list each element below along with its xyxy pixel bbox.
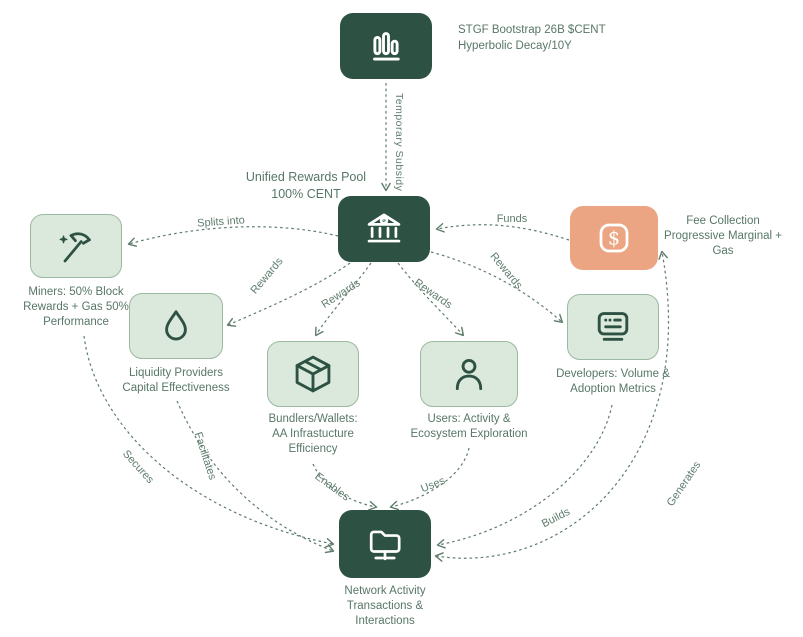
edge-label-splits-into: Splits into <box>196 214 246 230</box>
stgf-label: STGF Bootstrap 26B $CENT Hyperbolic Deca… <box>458 24 606 52</box>
svg-text:$: $ <box>382 218 385 224</box>
edge-label-rewards-developers: Rewards <box>487 250 525 292</box>
node-unified-rewards-pool: $ <box>338 196 430 262</box>
edge-label-secures: Secures <box>120 447 156 487</box>
node-liquidity-providers <box>129 293 223 359</box>
dollar-icon: $ <box>592 216 636 260</box>
edge-funds <box>435 223 570 241</box>
user-icon <box>446 351 492 397</box>
bundlers-label: Bundlers/Wallets: AA Infrastucture Effic… <box>268 413 358 455</box>
node-network-activity <box>339 510 431 578</box>
droplet-icon <box>153 303 199 349</box>
liquidity-label: Liquidity Providers Capital Effectivenes… <box>122 367 230 394</box>
node-developers <box>567 294 659 360</box>
edge-label-rewards-bundlers: Rewards <box>319 277 363 311</box>
users-label: Users: Activity & Ecosystem Exploration <box>410 413 528 440</box>
edge-label-temporary-subsidy: Temporary Subsidy <box>393 93 405 192</box>
edge-label-uses: Uses <box>419 474 447 496</box>
node-miners <box>30 214 122 278</box>
edge-splits-into <box>127 226 339 247</box>
pool-label: Unified Rewards Pool 100% CENT <box>245 170 367 201</box>
node-stgf-bootstrap <box>340 13 432 79</box>
folder-network-icon <box>362 521 408 567</box>
svg-text:$: $ <box>608 227 620 250</box>
miners-label: Miners: 50% Block Rewards + Gas 50% Perf… <box>23 286 129 328</box>
edge-label-rewards-users: Rewards <box>411 276 455 312</box>
edge-label-facilitates: Facilitates <box>191 430 219 482</box>
node-users <box>420 341 518 407</box>
package-icon <box>290 351 336 397</box>
edge-label-rewards-liquidity: Rewards <box>248 255 286 297</box>
bank-icon: $ <box>361 206 407 252</box>
edge-uses <box>389 447 470 511</box>
edge-label-builds: Builds <box>539 505 573 531</box>
edge-label-enables: Enables <box>312 470 352 504</box>
pickaxe-icon <box>54 224 98 268</box>
node-bundlers-wallets <box>267 341 359 407</box>
node-fee-collection: $ <box>570 206 658 270</box>
bar-chart-icon <box>363 23 409 69</box>
terminal-icon <box>590 304 636 350</box>
edge-label-funds: Funds <box>496 213 528 225</box>
network-label: Network Activity Transactions & Interact… <box>344 585 426 627</box>
fee-label: Fee Collection Progressive Marginal + Ga… <box>664 215 782 257</box>
edge-label-generates: Generates <box>664 459 704 509</box>
developers-label: Developers: Volume & Adoption Metrics <box>556 368 670 395</box>
